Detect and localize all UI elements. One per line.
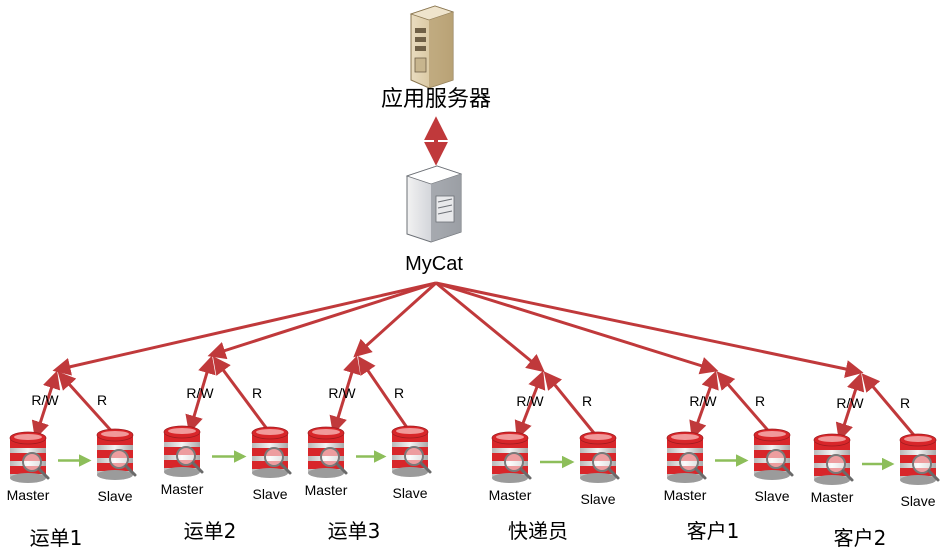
master-label: Master [305, 482, 348, 498]
rw-label: R/W [689, 393, 717, 409]
read-arrow [543, 371, 600, 439]
slave-db-icon [251, 426, 292, 478]
rw-label: R/W [836, 395, 864, 411]
read-arrow [57, 371, 117, 437]
slave-db-icon [899, 433, 940, 485]
rw-label: R/W [328, 385, 356, 401]
rw-label: R/W [186, 385, 214, 401]
read-arrow [212, 356, 272, 434]
mycat-to-group-arrow [435, 281, 864, 378]
slave-label: Slave [900, 493, 935, 509]
master-db-icon [307, 426, 348, 478]
mycat-to-group-arrow [52, 281, 437, 376]
group-name: 运单2 [184, 519, 237, 543]
r-label: R [582, 393, 592, 409]
rw-arrow [31, 370, 61, 440]
mycat-to-group-arrow [435, 281, 545, 373]
master-db-icon [491, 431, 532, 483]
slave-db-icon [579, 431, 620, 483]
group-name: 运单1 [30, 526, 83, 550]
group-name: 快递员 [508, 519, 568, 543]
mycat-to-group-arrow [207, 281, 437, 360]
read-arrow [716, 371, 774, 436]
rw-arrow [514, 370, 546, 440]
mycat-server-icon [405, 165, 463, 243]
r-label: R [97, 392, 107, 408]
master-label: Master [161, 481, 204, 497]
rw-arrow [185, 355, 216, 434]
r-label: R [394, 385, 404, 401]
master-label: Master [664, 487, 707, 503]
slave-label: Slave [754, 488, 789, 504]
read-arrow [357, 356, 412, 433]
slave-label: Slave [97, 488, 132, 504]
master-label: Master [489, 487, 532, 503]
master-db-icon [9, 431, 50, 483]
master-db-icon [163, 425, 204, 477]
group-name: 客户2 [834, 526, 887, 550]
r-label: R [900, 395, 910, 411]
r-label: R [755, 393, 765, 409]
rw-arrow [689, 370, 719, 440]
r-label: R [252, 385, 262, 401]
read-arrow [861, 373, 920, 441]
rw-label: R/W [31, 392, 59, 408]
mycat-to-group-arrow [353, 281, 438, 358]
rw-label: R/W [516, 393, 544, 409]
rw-arrow [329, 355, 361, 435]
slave-label: Slave [252, 486, 287, 502]
group-name: 客户1 [687, 519, 740, 543]
slave-db-icon [391, 425, 432, 477]
slave-label: Slave [392, 485, 427, 501]
slave-db-icon [753, 428, 794, 480]
app-server-icon [409, 5, 455, 89]
rw-arrow [835, 372, 865, 442]
slave-label: Slave [580, 491, 615, 507]
mycat-to-group-arrow [435, 281, 719, 375]
slave-db-icon [96, 428, 137, 480]
master-db-icon [666, 431, 707, 483]
master-db-icon [813, 433, 854, 485]
master-label: Master [7, 487, 50, 503]
app-server-label: 应用服务器 [381, 87, 491, 112]
group-name: 运单3 [328, 519, 381, 543]
master-label: Master [811, 489, 854, 505]
mycat-label: MyCat [405, 253, 463, 275]
